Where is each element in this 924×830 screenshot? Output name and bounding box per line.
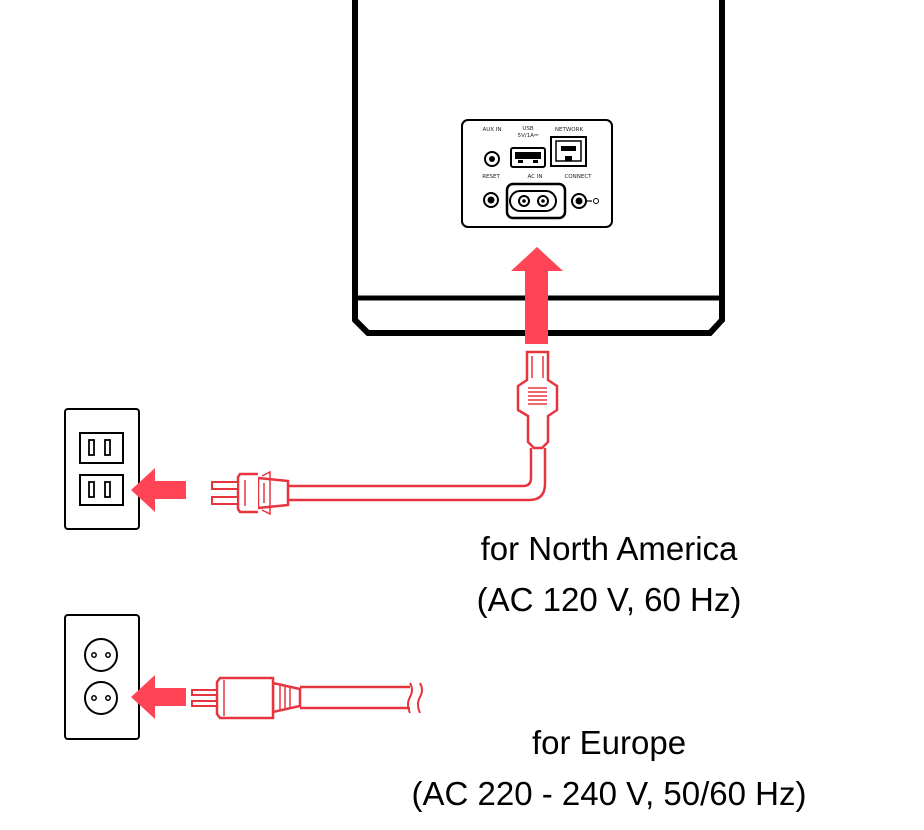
rear-connector-panel: AUX IN USB 5V/1A⎓ NETWORK RESET AC IN CO…: [461, 119, 613, 228]
reset-label: RESET: [482, 174, 500, 180]
us-outlet-icon: [64, 408, 140, 530]
connect-label: CONNECT: [564, 174, 592, 180]
ac-in-socket-icon: [505, 182, 567, 220]
caption-north-america-spec: (AC 120 V, 60 Hz): [477, 581, 742, 618]
usb-rating-label: 5V/1A⎓: [518, 133, 539, 139]
left-arrow-icon: [131, 675, 186, 719]
power-cord-us: [288, 448, 547, 502]
caption-europe-spec: (AC 220 - 240 V, 50/60 Hz): [411, 775, 806, 812]
caption-europe-region: for Europe: [532, 724, 686, 761]
reset-button-icon: [483, 192, 499, 208]
caption-north-america-region: for North America: [481, 530, 738, 567]
eu-plug-icon: [191, 676, 423, 720]
connect-button-icon: [571, 193, 599, 209]
usb-port-icon: [510, 147, 546, 168]
usb-label: USB: [522, 126, 534, 132]
left-arrow-icon: [131, 468, 186, 512]
aux-in-jack-icon: [484, 151, 500, 167]
us-plug-icon: [211, 470, 290, 516]
network-label: NETWORK: [555, 127, 584, 133]
network-port-icon: [550, 136, 587, 167]
ac-in-label: AC IN: [528, 174, 543, 180]
eu-outlet-icon: [64, 614, 140, 740]
aux-in-label: AUX IN: [482, 127, 501, 133]
caption-europe: for Europe (AC 220 - 240 V, 50/60 Hz): [411, 724, 806, 812]
figure-8-connector-icon: [516, 350, 559, 450]
up-arrow-icon: [511, 247, 563, 344]
caption-north-america: for North America (AC 120 V, 60 Hz): [477, 530, 742, 618]
